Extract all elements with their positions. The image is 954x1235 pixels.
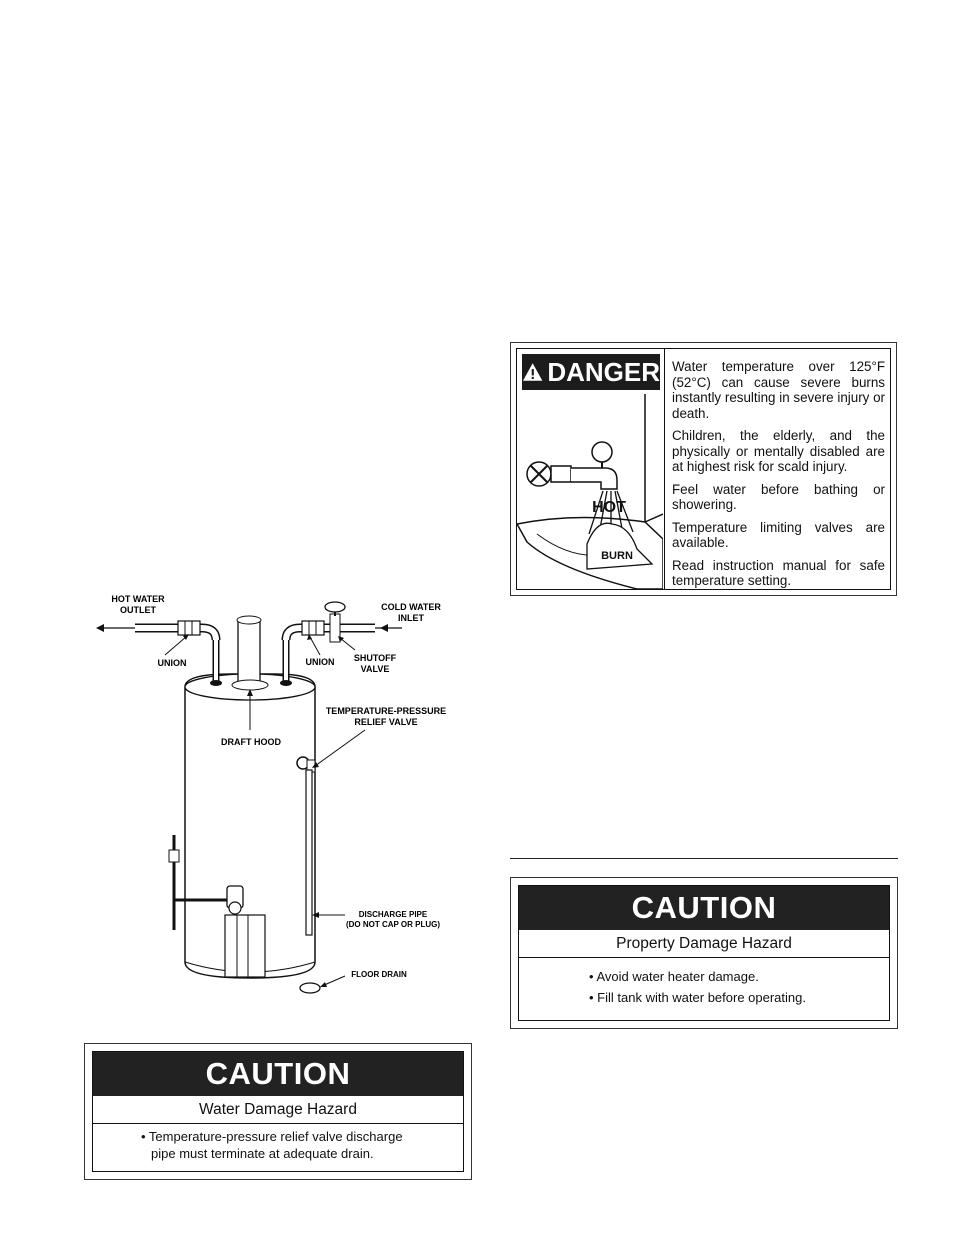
union-left-label: UNION: [158, 658, 187, 668]
hot-water-outlet-label: HOT WATER: [111, 594, 165, 604]
warning-triangle-icon: [522, 363, 543, 381]
shutoff-valve-label: SHUTOFF: [354, 653, 397, 663]
danger-paragraph: Children, the elderly, and the physicall…: [672, 428, 885, 474]
burn-art-text: BURN: [601, 550, 633, 562]
cold-water-inlet-label: COLD WATER: [381, 602, 441, 612]
danger-left-panel: DANGER HOT BURN: [517, 349, 665, 589]
cold-water-inlet-label: INLET: [398, 613, 425, 623]
danger-label-frame: DANGER HOT BURN Water temperature over: [516, 348, 891, 590]
danger-label: DANGER HOT BURN Water temperature over: [510, 342, 897, 596]
danger-header: DANGER: [522, 354, 660, 390]
water-heater-installation-diagram: HOT WATER OUTLET COLD WATER INLET UNION …: [96, 594, 446, 994]
tp-relief-valve-label: TEMPERATURE-PRESSURE: [326, 706, 446, 716]
caution-property-frame: CAUTION Property Damage Hazard • Avoid w…: [518, 885, 890, 1021]
caution-property-title: CAUTION: [519, 886, 889, 930]
floor-drain-label: FLOOR DRAIN: [351, 970, 407, 979]
danger-paragraph: Temperature limiting valves are availabl…: [672, 519, 885, 551]
hot-art-text: HOT: [592, 499, 626, 516]
hot-water-outlet-label: OUTLET: [120, 605, 156, 615]
caution-property-subtitle: Property Damage Hazard: [519, 930, 889, 958]
scald-hazard-illustration: HOT BURN: [517, 394, 663, 589]
caution-water-label: CAUTION Water Damage Hazard • Temperatur…: [84, 1043, 472, 1180]
shutoff-valve-label: VALVE: [361, 664, 390, 674]
danger-paragraph: Water temperature over 125°F (52°C) can …: [672, 359, 885, 421]
caution-property-item: • Fill tank with water before operating.: [589, 990, 806, 1005]
caution-water-item: • Temperature-pressure relief valve disc…: [141, 1129, 403, 1144]
draft-hood-label: DRAFT HOOD: [221, 737, 281, 747]
discharge-pipe-label: DISCHARGE PIPE: [359, 910, 428, 919]
danger-paragraph: Feel water before bathing or showering.: [672, 481, 885, 513]
caution-water-title: CAUTION: [93, 1052, 463, 1096]
caution-property-item: • Avoid water heater damage.: [589, 969, 759, 984]
union-right-label: UNION: [306, 657, 335, 667]
caution-property-label: CAUTION Property Damage Hazard • Avoid w…: [510, 877, 898, 1029]
danger-message: Water temperature over 125°F (52°C) can …: [672, 359, 885, 596]
tp-relief-valve-label: RELIEF VALVE: [354, 717, 417, 727]
caution-water-subtitle: Water Damage Hazard: [93, 1096, 463, 1124]
discharge-pipe-label: (DO NOT CAP OR PLUG): [346, 920, 440, 929]
section-divider: [510, 858, 898, 859]
danger-header-text: DANGER: [547, 356, 660, 387]
caution-water-list: • Temperature-pressure relief valve disc…: [93, 1128, 463, 1162]
caution-property-list: • Avoid water heater damage. • Fill tank…: [519, 966, 889, 1008]
caution-water-item: pipe must terminate at adequate drain.: [151, 1146, 374, 1161]
danger-paragraph: Read instruction manual for safe tempera…: [672, 557, 885, 589]
caution-water-frame: CAUTION Water Damage Hazard • Temperatur…: [92, 1051, 464, 1172]
